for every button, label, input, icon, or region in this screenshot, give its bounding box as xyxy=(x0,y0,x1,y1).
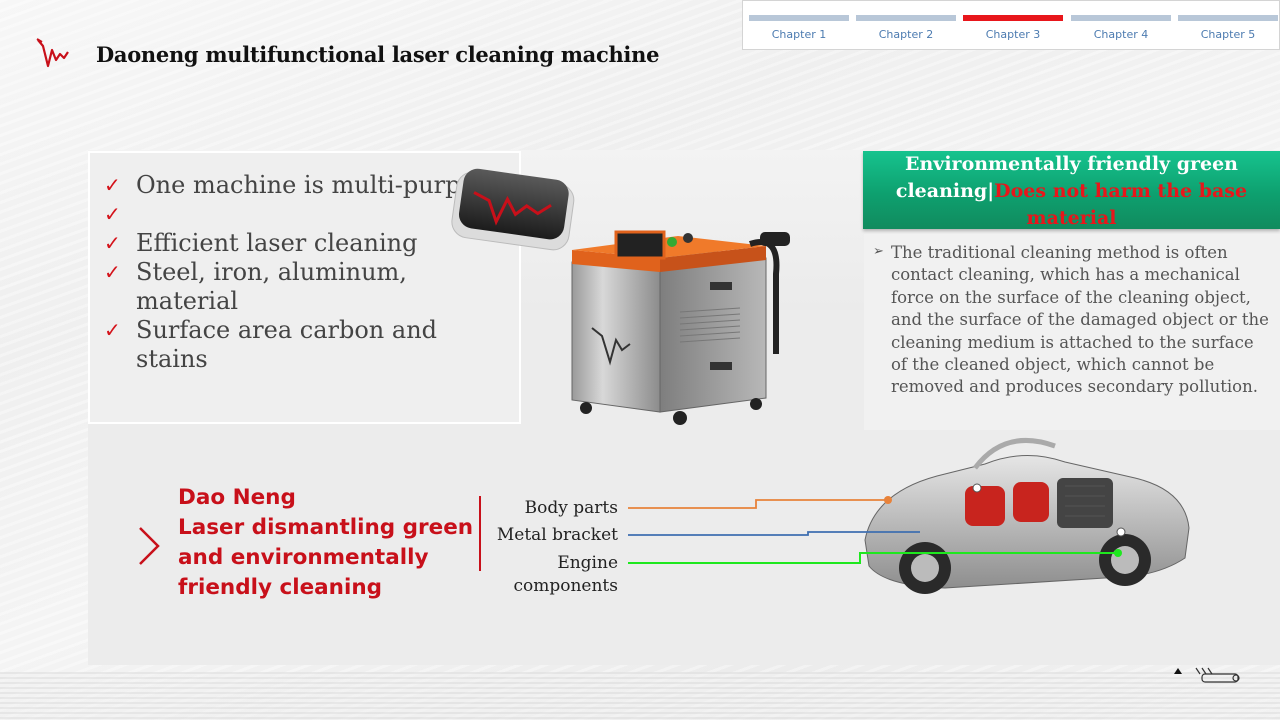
tab-indicator xyxy=(1178,15,1278,21)
logo-icon xyxy=(36,38,69,68)
check-icon: ✓ xyxy=(104,318,121,342)
check-icon: ✓ xyxy=(104,260,121,284)
car-cutaway-image xyxy=(864,437,1190,594)
tab-chapter-3[interactable]: Chapter 3 xyxy=(963,1,1063,49)
tab-label: Chapter 1 xyxy=(771,28,827,41)
list-item: ✓ Surface area carbon and stains xyxy=(104,316,504,374)
feature-text: Efficient laser cleaning xyxy=(136,229,418,257)
tab-indicator xyxy=(749,15,849,21)
tab-indicator xyxy=(1071,15,1171,21)
check-icon: ✓ xyxy=(104,202,121,226)
tab-indicator xyxy=(856,15,956,21)
label-metal-bracket: Metal bracket xyxy=(496,525,618,545)
tab-chapter-5[interactable]: Chapter 5 xyxy=(1178,1,1278,49)
tab-chapter-2[interactable]: Chapter 2 xyxy=(856,1,956,49)
list-item: ✓ One machine is multi-purpose xyxy=(104,171,504,200)
description-box: ➢ The traditional cleaning method is oft… xyxy=(864,234,1280,430)
tab-label: Chapter 2 xyxy=(878,28,934,41)
feature-text: Steel, iron, aluminum, material xyxy=(136,258,407,315)
description-text: The traditional cleaning method is often… xyxy=(891,243,1269,397)
laser-machine-image xyxy=(571,230,790,425)
tab-label: Chapter 4 xyxy=(1093,28,1149,41)
chevron-right-icon xyxy=(139,527,160,565)
list-item: ✓ Efficient laser cleaning xyxy=(104,229,504,258)
arrow-bullet-icon: ➢ xyxy=(873,244,884,259)
tab-label: Chapter 5 xyxy=(1200,28,1256,41)
check-icon: ✓ xyxy=(104,231,121,255)
headline: Dao Neng Laser dismantling green and env… xyxy=(178,483,478,603)
label-body-parts: Body parts xyxy=(524,498,618,518)
page-title: Daoneng multifunctional laser cleaning m… xyxy=(96,42,660,67)
feature-box: ✓ One machine is multi-purpose ✓ ✓ Effic… xyxy=(88,151,521,424)
headline-brand: Dao Neng xyxy=(178,485,296,510)
feature-list: ✓ One machine is multi-purpose ✓ ✓ Effic… xyxy=(104,171,504,374)
list-item: ✓ xyxy=(104,200,504,229)
label-engine-components: Engine components xyxy=(513,553,618,596)
list-item: ✓ Steel, iron, aluminum, material xyxy=(104,258,504,316)
eco-cleaning-highlight: Does not harm the base material xyxy=(994,180,1248,229)
headline-subtitle: Laser dismantling green and environmenta… xyxy=(178,515,474,600)
tab-chapter-4[interactable]: Chapter 4 xyxy=(1071,1,1171,49)
chapter-nav: Chapter 1 Chapter 2 Chapter 3 Chapter 4 … xyxy=(742,0,1280,50)
feature-text: One machine is multi-purpose xyxy=(136,171,502,199)
product-badge-image xyxy=(451,168,575,251)
tab-label: Chapter 3 xyxy=(985,28,1041,41)
tool-icon xyxy=(1174,667,1240,683)
tab-indicator xyxy=(963,15,1063,21)
divider xyxy=(479,496,481,571)
eco-cleaning-header: Environmentally friendly green cleaning|… xyxy=(863,151,1280,229)
feature-text: Surface area carbon and stains xyxy=(136,316,438,373)
eco-cleaning-title: Environmentally friendly green cleaning xyxy=(895,153,1238,202)
check-icon: ✓ xyxy=(104,173,121,197)
bottom-band xyxy=(0,672,1280,720)
header-separator: | xyxy=(987,180,995,202)
tab-chapter-1[interactable]: Chapter 1 xyxy=(749,1,849,49)
